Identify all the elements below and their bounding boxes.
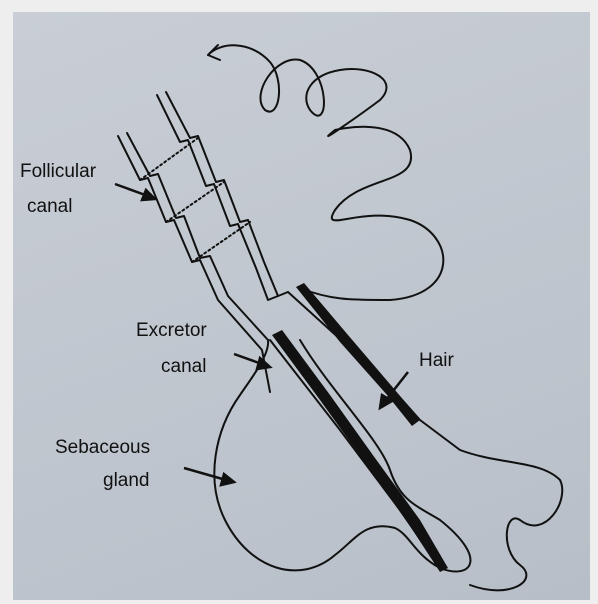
epidermis-right-outer <box>157 95 288 300</box>
arrow-sebaceous-gland-head <box>221 474 234 485</box>
arrow-sebaceous-gland <box>184 468 226 480</box>
epidermis-right-inner <box>166 92 278 296</box>
label-sebaceous-gland-line1: Sebaceous <box>55 437 150 459</box>
label-excretor-canal-line2: canal <box>161 356 206 378</box>
hair-shaft-upper <box>296 283 420 426</box>
label-follicular-canal-line1: Follicular <box>20 161 96 183</box>
label-excretor-canal-line1: Excretor <box>136 320 207 342</box>
label-hair: Hair <box>419 350 454 372</box>
layer-divider-1 <box>140 138 198 180</box>
arrow-excretor-canal-head <box>257 358 270 369</box>
label-follicular-canal-line2: canal <box>27 196 72 218</box>
hair-spiral <box>208 45 443 300</box>
sebaceous-gland-outline <box>214 340 470 571</box>
layer-divider-2 <box>166 182 224 222</box>
epidermis-left-outer <box>118 136 270 392</box>
hair-shaft-inner-line <box>270 340 440 568</box>
label-sebaceous-gland-line2: gland <box>103 470 150 492</box>
layer-divider-3 <box>192 222 250 262</box>
